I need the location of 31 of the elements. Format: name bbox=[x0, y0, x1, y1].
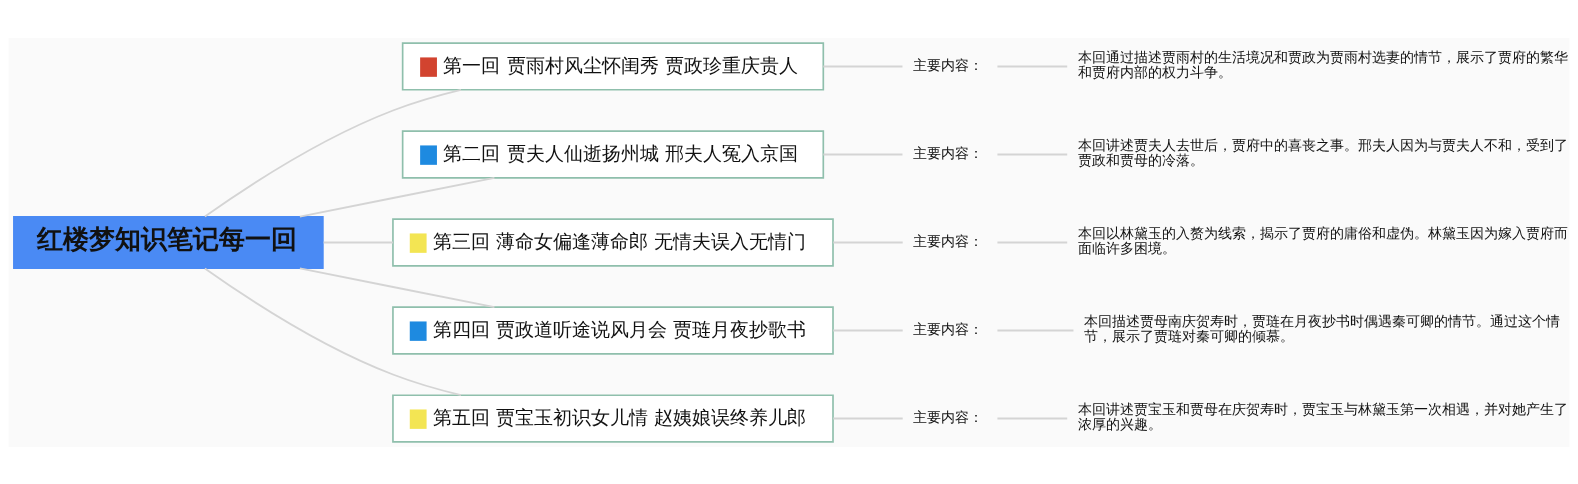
node-text: 本回描述贾母南庆贺寿时，贾琏在月夜抄书时偶遇秦可卿的情节。通过这个情节，展示了贾琏对秦可卿的倾慕。 bbox=[1084, 312, 1561, 344]
connector bbox=[832, 417, 904, 419]
connector bbox=[996, 65, 1069, 67]
node-text: 本回讲述贾夫人去世后，贾府中的喜丧之事。邢夫人因为与贾夫人不和，受到了贾政和贾母的冷落。 bbox=[1077, 136, 1568, 168]
connector bbox=[204, 88, 462, 217]
connector bbox=[996, 241, 1069, 243]
node-text: 本回讲述贾宝玉和贾母在庆贺寿时，贾宝玉与林黛玉第一次相遇，并对她产生了浓厚的兴趣。 bbox=[1077, 400, 1568, 432]
connector bbox=[996, 153, 1069, 155]
node-text: 本回以林黛玉的入赘为线索，揭示了贾府的庸俗和虚伪。林黛玉因为嫁入贾府而面临许多困境。 bbox=[1077, 224, 1568, 256]
connector bbox=[822, 153, 904, 155]
node-box: 第二回 贾夫人仙逝扬州城 邢夫人冤入京国 bbox=[401, 129, 825, 179]
node-box: 第四回 贾政道听途说风月会 贾琏月夜抄歌书 bbox=[392, 305, 834, 355]
node-text: 主要内容： bbox=[913, 56, 984, 73]
node-text: 本回通过描述贾雨村的生活境况和贾政为贾雨村选妻的情节，展示了贾府的繁华和贾府内部的权力斗争。 bbox=[1077, 48, 1568, 80]
connector bbox=[996, 417, 1069, 419]
node-text: 主要内容： bbox=[913, 408, 984, 425]
node-box: 第三回 薄命女偏逢薄命郎 无情夫误入无情门 bbox=[392, 217, 834, 267]
node-box: 红楼梦知识笔记每一回 bbox=[13, 215, 324, 269]
node-box: 第五回 贾宝玉初识女儿情 赵姨娘误终养儿郎 bbox=[392, 393, 834, 443]
connector bbox=[299, 267, 496, 308]
node-text: 主要内容： bbox=[913, 232, 984, 249]
connector bbox=[832, 241, 904, 243]
connector bbox=[204, 267, 462, 396]
connector bbox=[832, 329, 904, 331]
connector bbox=[299, 176, 496, 217]
connector bbox=[996, 329, 1075, 331]
node-box: 第一回 贾雨村风尘怀闺秀 贾政珍重庆贵人 bbox=[401, 41, 825, 91]
connector bbox=[322, 241, 394, 243]
node-text: 主要内容： bbox=[913, 144, 984, 161]
node-text: 主要内容： bbox=[913, 320, 984, 337]
connector bbox=[822, 65, 904, 67]
